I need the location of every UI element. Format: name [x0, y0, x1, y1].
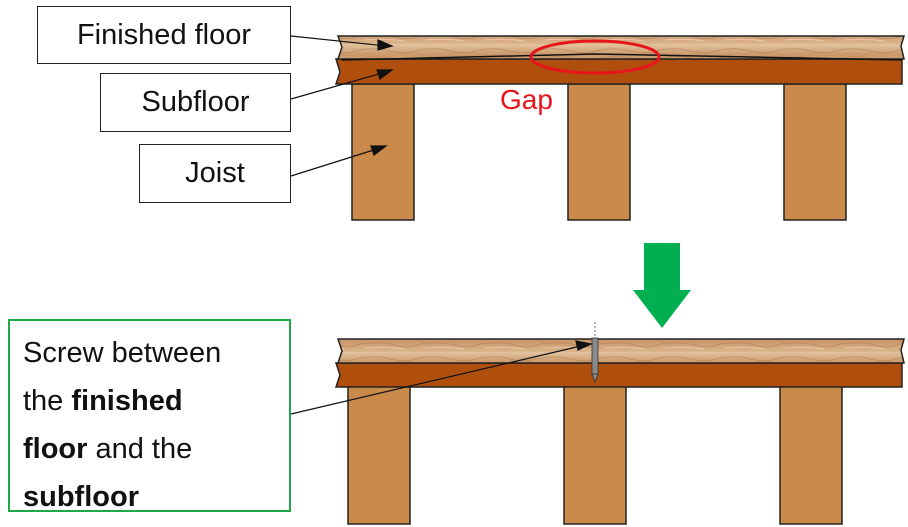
down-arrow [633, 243, 691, 328]
note-text: the [23, 385, 72, 417]
label-gap: Gap [500, 84, 553, 115]
screw-icon [591, 322, 599, 384]
joist-left-top [351, 83, 415, 221]
joist-right-top [783, 83, 847, 221]
note-line-2: the finished [23, 377, 289, 425]
gap-line [341, 53, 903, 61]
bottom-assembly [334, 322, 905, 525]
finished-floor-bottom [336, 338, 905, 364]
screw-note: Screw between the finished floor and the… [8, 319, 291, 513]
note-line-3: floor and the [23, 425, 289, 473]
note-bold-text: finished [71, 385, 183, 417]
leader-lines-top [290, 35, 394, 177]
top-assembly [334, 35, 906, 221]
note-bold-text: subfloor [23, 481, 139, 513]
label-subfloor: Subfloor [100, 73, 291, 132]
joist-middle-top [567, 83, 631, 221]
note-line-1: Screw between [23, 329, 289, 377]
gap-circle [529, 39, 661, 75]
leader-line-bottom [290, 340, 593, 415]
label-joist: Joist [139, 144, 291, 203]
note-text: and the [87, 433, 193, 465]
note-bold-text: floor [23, 433, 88, 465]
joist-middle-bottom [563, 385, 627, 525]
joist-right-bottom [779, 385, 843, 525]
note-line-4: subfloor [23, 473, 289, 521]
label-finished-floor: Finished floor [37, 6, 291, 64]
note-text: Screw between [23, 337, 222, 369]
finished-floor-top [336, 35, 906, 60]
joist-left-bottom [347, 385, 411, 525]
